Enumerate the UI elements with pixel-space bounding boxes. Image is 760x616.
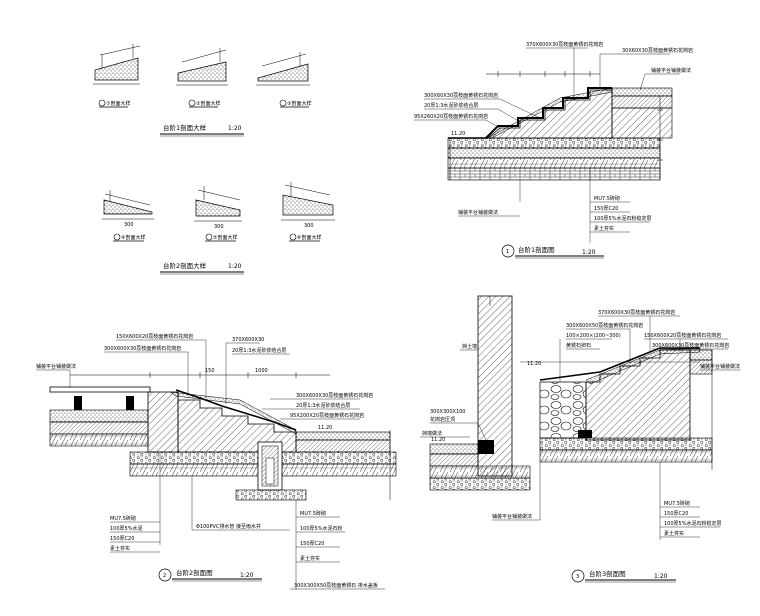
section-3-callout-top-5: 300X600X30荔枝面黄锈石花岗岩 <box>652 342 729 349</box>
detail-number-2 <box>188 99 196 107</box>
section-3-callout-top-4: 150X600X20荔枝面黄锈石花岗岩 <box>644 332 721 339</box>
detail-dim-6: 300 <box>304 223 314 229</box>
section-3-level-0: 11.20 <box>431 437 445 443</box>
section-2-number-circle <box>158 568 172 582</box>
section-2-dim-0: 150 <box>205 368 215 374</box>
detail-label-4: ④剖面大样 <box>121 234 145 241</box>
section-1-level: 11.20 <box>451 131 465 137</box>
section-2-callout-bottom-1: 100厚5%水泥 <box>110 525 142 532</box>
detail-label-1: ①剖面大样 <box>106 100 130 107</box>
section-1-title: 台阶1剖面图 <box>518 245 555 254</box>
section-2-callout-top-3: 20厚1:3水泥砂浆结合层 <box>232 347 286 354</box>
section-1-callout-bottom-3: 100厚5%水泥石粉稳定层 <box>594 215 651 222</box>
section-3-callout-bottom-0: 铺装平台铺装做法 <box>492 513 532 520</box>
detail-profile-4: 300 ④剖面大样 <box>102 190 154 242</box>
detail-dim-4: 300 <box>124 222 134 228</box>
detail-profile-3: ③剖面大样 <box>256 52 311 108</box>
section-3-title: 台阶3剖面图 <box>589 569 626 578</box>
section-2-number: 2 <box>163 573 166 579</box>
section-3-callout-bottom-3: 100厚5%水泥石粉稳定层 <box>664 520 721 527</box>
section-3-callout-left-2: 花岗岩压顶 <box>430 416 455 423</box>
detail-dim-5: 300 <box>214 224 224 230</box>
section-2-callout-bottom-2: 150厚C20 <box>110 536 134 542</box>
section-3-callout-left-1: 300X300X100 <box>430 409 465 415</box>
detail-number-1 <box>98 99 106 107</box>
section-2-callout-mid-0: 300X600X30荔枝面黄锈石花岗岩 <box>296 392 373 399</box>
section-3-callout-bottom-4: 素土夯实 <box>664 530 684 537</box>
section-1-scale: 1:20 <box>582 249 596 256</box>
section-1-number-circle <box>501 244 515 258</box>
section-3-callout-top-1: 300X600X50荔枝面黄锈石花岗岩 <box>566 322 643 329</box>
section-2-scale: 1:20 <box>240 572 254 579</box>
section-1-callout-top-1: 30X60X30荔枝面黄锈石花岗岩 <box>622 47 693 54</box>
section-2-level: 11.20 <box>318 425 332 431</box>
section-2-callout-bottom-3: 素土夯实 <box>110 545 130 552</box>
section-3-callout-top-0: 370X600X30荔枝面黄锈石花岗岩 <box>598 309 675 316</box>
section-2-callout-left-0: 铺装平台铺装做法 <box>36 363 76 370</box>
section-2-callout-top-0: 150X600X20荔枝面黄锈石花岗岩 <box>116 333 193 340</box>
detail-profile-5: 300 ⑤剖面大样 <box>194 186 242 242</box>
detail-profile-6: 300 ⑥剖面大样 <box>281 182 335 242</box>
detail-profile-2: ②剖面大样 <box>176 48 228 108</box>
section-2-callout-rb-2: 150厚C20 <box>300 541 324 547</box>
section-2-callout-top-1: 300X600X30荔枝面黄锈石花岗岩 <box>104 345 181 352</box>
section-3-number: 3 <box>576 574 579 580</box>
detail-number-5 <box>205 233 213 241</box>
section-2-callout-bottom-4: Φ100PVC排水管 接至雨水井 <box>196 523 261 530</box>
section-1-drawing: 11.20 370X600X30荔枝面黄锈石花岗岩 30X60X30荔枝面黄锈石… <box>414 41 693 259</box>
section-2-callout-last: 300X300X50荔枝面黄锈石 排水盖板 <box>294 582 378 589</box>
section-1-callout-bottom-4: 素土夯实 <box>594 225 614 232</box>
detail-row-2-scale: 1:20 <box>228 263 242 270</box>
section-3-callout-bottom-1: MU7.5砖砌 <box>664 500 690 507</box>
section-2-callout-mid-2: 95X200X20荔枝面黄锈石花岗岩 <box>290 412 364 419</box>
detail-profile-1: ①剖面大样 <box>93 44 141 108</box>
detail-number-3 <box>279 99 287 107</box>
detail-row-2: 300 ④剖面大样 300 ⑤剖面大样 300 ⑥剖面大样 台阶2剖面大样 1 <box>102 182 335 275</box>
section-2-title: 台阶2剖面图 <box>176 568 213 577</box>
section-3-callout-top-2: 100×200×(200~300) <box>566 333 621 339</box>
detail-label-3: ③剖面大样 <box>287 100 311 107</box>
section-1-callout-top-4: 95X260X20荔枝面黄锈石花岗岩 <box>414 113 488 120</box>
section-3-callout-bottom-2: 150厚C20 <box>664 511 688 517</box>
detail-number-4 <box>113 233 121 241</box>
section-2-dim-1: 1000 <box>255 368 268 374</box>
section-1-callout-bottom-2: 150厚C20 <box>594 206 618 212</box>
section-1-callout-top-3: 20厚1:3水泥砂浆结合层 <box>424 102 478 109</box>
section-2-callout-top-2: 370X600X30 <box>232 337 264 343</box>
section-3-scale: 1:20 <box>654 573 668 580</box>
section-2-callout-rb-1: 100厚5%水泥石粉 <box>300 525 342 532</box>
section-3-callout-top-3: 黄锈石卵石 <box>566 342 591 349</box>
detail-label-2: ②剖面大样 <box>196 100 220 107</box>
section-1-callout-top-2: 300X60X30荔枝面黄锈石花岗岩 <box>424 92 498 99</box>
detail-label-6: ⑥剖面大样 <box>297 234 321 241</box>
section-3-callout-left-3: 挡墙做法 <box>422 430 442 437</box>
section-2-callout-rb-0: MU7.5砖砌 <box>300 510 326 517</box>
section-2-callout-bottom-0: MU7.5砖砌 <box>110 515 136 522</box>
section-3-callout-left-0: 挡土墙 <box>462 343 477 350</box>
section-1-callout-right-0: 铺装平台铺装做法 <box>651 67 691 74</box>
section-3-number-circle <box>571 569 585 583</box>
section-2-drawing: 150 1000 11.20 150X600X20荔枝面黄锈石花岗岩 300X6… <box>36 333 397 590</box>
section-3-callout-right-0: 铺装平台铺装做法 <box>700 363 740 370</box>
detail-row-1-title: 台阶1剖面大样 <box>163 123 207 132</box>
section-1-callout-bottom-1: MU7.5砖砌 <box>594 195 620 202</box>
section-2-callout-mid-1: 20厚1:3水泥砂浆结合层 <box>296 402 350 409</box>
section-1-number: 1 <box>506 249 509 255</box>
detail-row-1: ①剖面大样 ②剖面大样 ③剖面大样 台阶1剖面大样 1:20 <box>93 44 311 137</box>
section-3-level-1: 11.20 <box>527 361 541 367</box>
detail-label-5: ⑤剖面大样 <box>213 234 237 241</box>
detail-row-1-scale: 1:20 <box>228 125 242 132</box>
section-2-callout-rb-3: 素土夯实 <box>300 555 320 562</box>
section-1-callout-bottom-0: 铺装平台铺装做法 <box>458 209 498 216</box>
detail-row-2-title: 台阶2剖面大样 <box>163 261 207 270</box>
section-3-drawing: 11.20 11.20 370X600X30荔枝面黄锈石花岗岩 300X600X… <box>420 295 740 583</box>
section-1-callout-top-0: 370X600X30荔枝面黄锈石花岗岩 <box>526 41 603 48</box>
detail-number-6 <box>289 233 297 241</box>
